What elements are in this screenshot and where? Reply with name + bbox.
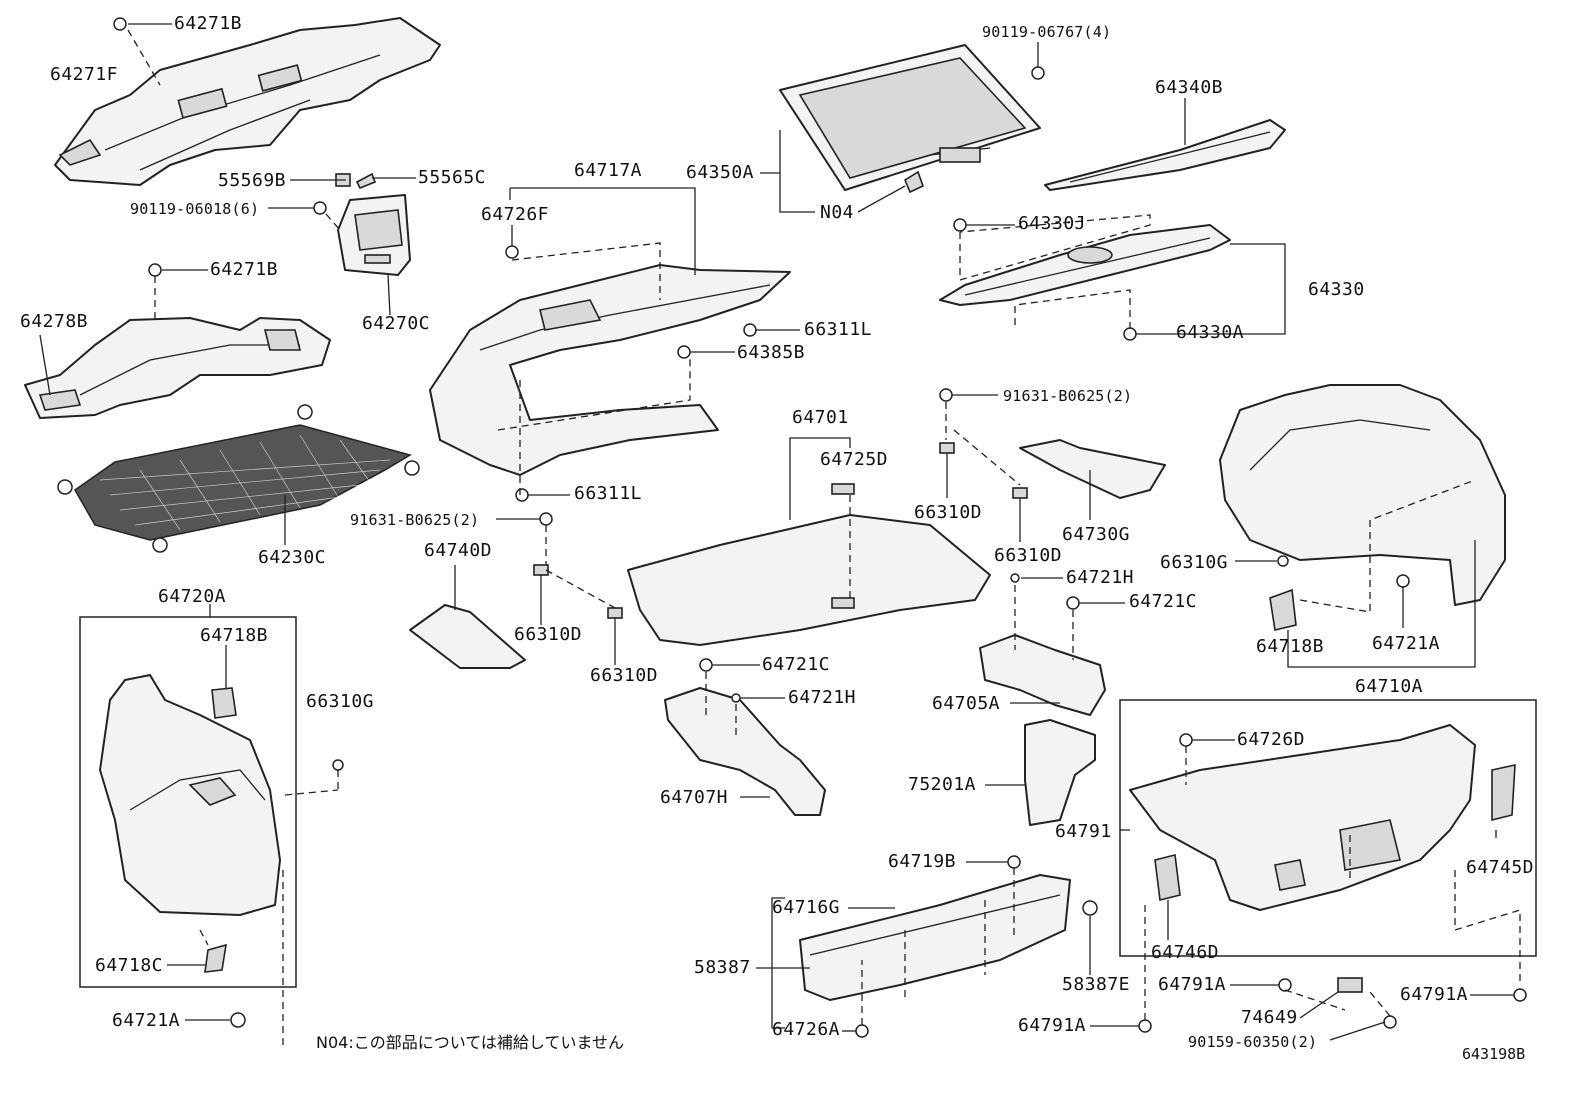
label-64716G: 64716G	[772, 897, 841, 918]
label-64230C: 64230C	[258, 547, 327, 568]
label-66310D-d: 66310D	[994, 545, 1063, 566]
part-64720A-side-trim-left	[99, 674, 281, 973]
part-55569B-55565C	[335, 172, 377, 190]
label-64271F: 64271F	[50, 64, 119, 85]
label-64726D: 64726D	[1237, 729, 1306, 750]
part-64710A-side-trim-right	[1219, 384, 1506, 631]
label-75201A: 75201A	[908, 774, 977, 795]
label-64271B-top: 64271B	[174, 13, 243, 34]
part-64271F-insulator	[54, 17, 441, 186]
label-64350A: 64350A	[686, 162, 755, 183]
label-64730G: 64730G	[1062, 524, 1131, 545]
label-64791A-b: 64791A	[1400, 984, 1469, 1005]
leader-lines	[39, 23, 1514, 1041]
label-91631-B0625-right: 91631-B0625(2)	[1003, 387, 1133, 405]
part-64717A-package-tray	[429, 264, 791, 476]
label-64710A: 64710A	[1355, 676, 1424, 697]
label-64705A: 64705A	[932, 693, 1001, 714]
part-64340B-rail	[1044, 119, 1286, 191]
label-66310D-b: 66310D	[590, 665, 659, 686]
label-64718B-right: 64718B	[1256, 636, 1325, 657]
label-90119-06018: 90119-06018(6)	[130, 200, 260, 218]
label-55569B: 55569B	[218, 170, 287, 191]
part-64278B-insulator	[24, 317, 331, 419]
part-64230C-cargo-net	[57, 404, 420, 553]
label-90119-06767: 90119-06767(4)	[982, 23, 1112, 41]
label-64721C-mid: 64721C	[762, 654, 831, 675]
label-58387E: 58387E	[1062, 974, 1131, 995]
label-64330A: 64330A	[1176, 322, 1245, 343]
label-91631-B0625-left: 91631-B0625(2)	[350, 511, 480, 529]
label-64740D: 64740D	[424, 540, 493, 561]
label-64721C-top: 64721C	[1129, 591, 1198, 612]
label-64385B: 64385B	[737, 342, 806, 363]
label-64791A-c: 64791A	[1018, 1015, 1087, 1036]
part-75201A-piece	[1024, 719, 1096, 826]
label-64721H-top: 64721H	[1066, 567, 1135, 588]
label-64720A: 64720A	[158, 586, 227, 607]
label-64746D: 64746D	[1151, 942, 1220, 963]
label-64726F: 64726F	[481, 204, 550, 225]
diagram-code: 643198B	[1462, 1045, 1526, 1063]
part-64730G-board	[1019, 439, 1166, 499]
part-64791-back-trim	[1129, 724, 1516, 911]
label-90159-60350: 90159-60350(2)	[1188, 1033, 1318, 1051]
label-66311L-top: 66311L	[804, 319, 873, 340]
label-64278B: 64278B	[20, 311, 89, 332]
label-66310D-c: 66310D	[914, 502, 983, 523]
label-64719B: 64719B	[888, 851, 957, 872]
label-64718C: 64718C	[95, 955, 164, 976]
part-64701-floor-mat	[627, 483, 991, 646]
label-66310D-a: 66310D	[514, 624, 583, 645]
footnote-n04: N04:この部品については補給していません	[316, 1033, 624, 1052]
label-64726A: 64726A	[772, 1019, 841, 1040]
label-55565C: 55565C	[418, 167, 487, 188]
part-64740D-board	[409, 604, 526, 669]
label-64791A-a: 64791A	[1158, 974, 1227, 995]
part-64270C-tray	[337, 194, 411, 276]
label-64721A-left: 64721A	[112, 1010, 181, 1031]
label-64721H-mid: 64721H	[788, 687, 857, 708]
label-64718B-left: 64718B	[200, 625, 269, 646]
dashed-assembly-lines	[127, 29, 1521, 1045]
part-64705A-bracket	[979, 634, 1106, 716]
label-64721A-right: 64721A	[1372, 633, 1441, 654]
group-64791-box	[1119, 699, 1537, 957]
label-64725D: 64725D	[820, 449, 889, 470]
label-64340B: 64340B	[1155, 77, 1224, 98]
part-58387-scuff-plate	[799, 874, 1071, 1001]
label-64717A: 64717A	[574, 160, 643, 181]
label-66310G-left: 66310G	[306, 691, 375, 712]
part-64350A-cover-frame	[779, 44, 1041, 191]
label-64791: 64791	[1055, 821, 1112, 842]
label-N04: N04	[820, 202, 855, 223]
label-58387: 58387	[694, 957, 751, 978]
label-66311L-bot: 66311L	[574, 483, 643, 504]
label-64270C: 64270C	[362, 313, 431, 334]
part-64330-trim-panel	[939, 224, 1231, 306]
label-74649: 74649	[1241, 1007, 1298, 1028]
label-66310G-right: 66310G	[1160, 552, 1229, 573]
label-64701: 64701	[792, 407, 849, 428]
label-64271B-mid: 64271B	[210, 259, 279, 280]
label-64745D: 64745D	[1466, 857, 1535, 878]
label-64330J: 64330J	[1018, 213, 1087, 234]
label-64330: 64330	[1308, 279, 1365, 300]
group-64720A-box	[79, 616, 297, 988]
part-N04	[903, 170, 924, 194]
label-64707H: 64707H	[660, 787, 729, 808]
